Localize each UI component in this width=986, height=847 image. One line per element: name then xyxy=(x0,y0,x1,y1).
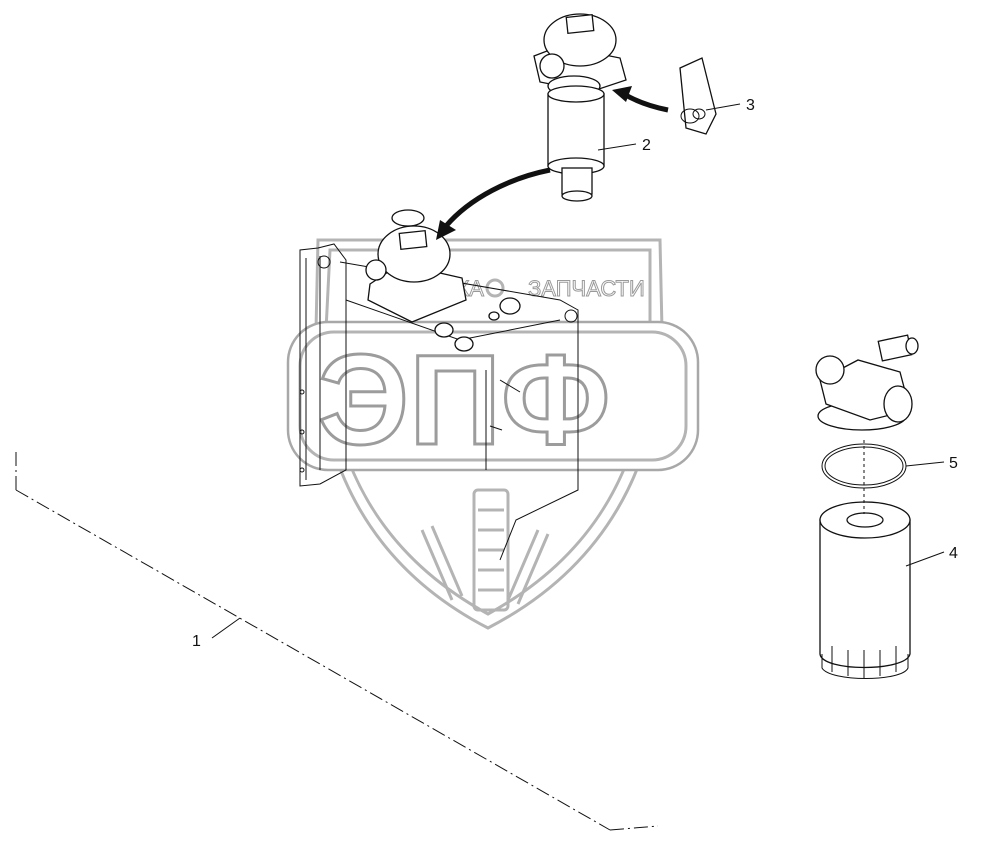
leader-lines xyxy=(211,103,945,639)
callout-5: 5 xyxy=(949,455,958,472)
filter-head-exploded xyxy=(815,334,919,431)
tank-filter-head xyxy=(365,209,467,323)
watermark-text-right: ЗАПЧАСТИ xyxy=(528,276,645,301)
seal-kit-item-3 xyxy=(679,57,717,135)
callout-4: 4 xyxy=(949,545,958,562)
tank-bracket xyxy=(299,243,579,561)
spin-on-filter-item-4 xyxy=(819,501,911,679)
callout-2: 2 xyxy=(642,137,651,154)
callout-1: 1 xyxy=(192,633,201,650)
watermark-logo: ЭПФ ТЕХНИКА ЗАПЧАСТИ xyxy=(286,238,700,630)
watermark-letters: ЭПФ xyxy=(318,329,610,472)
frame-boundary xyxy=(15,452,659,831)
filter-assembly-item-2 xyxy=(533,13,627,202)
watermark-wheat xyxy=(420,488,550,612)
assembly-arrows xyxy=(436,86,865,514)
callout-3: 3 xyxy=(746,97,755,114)
